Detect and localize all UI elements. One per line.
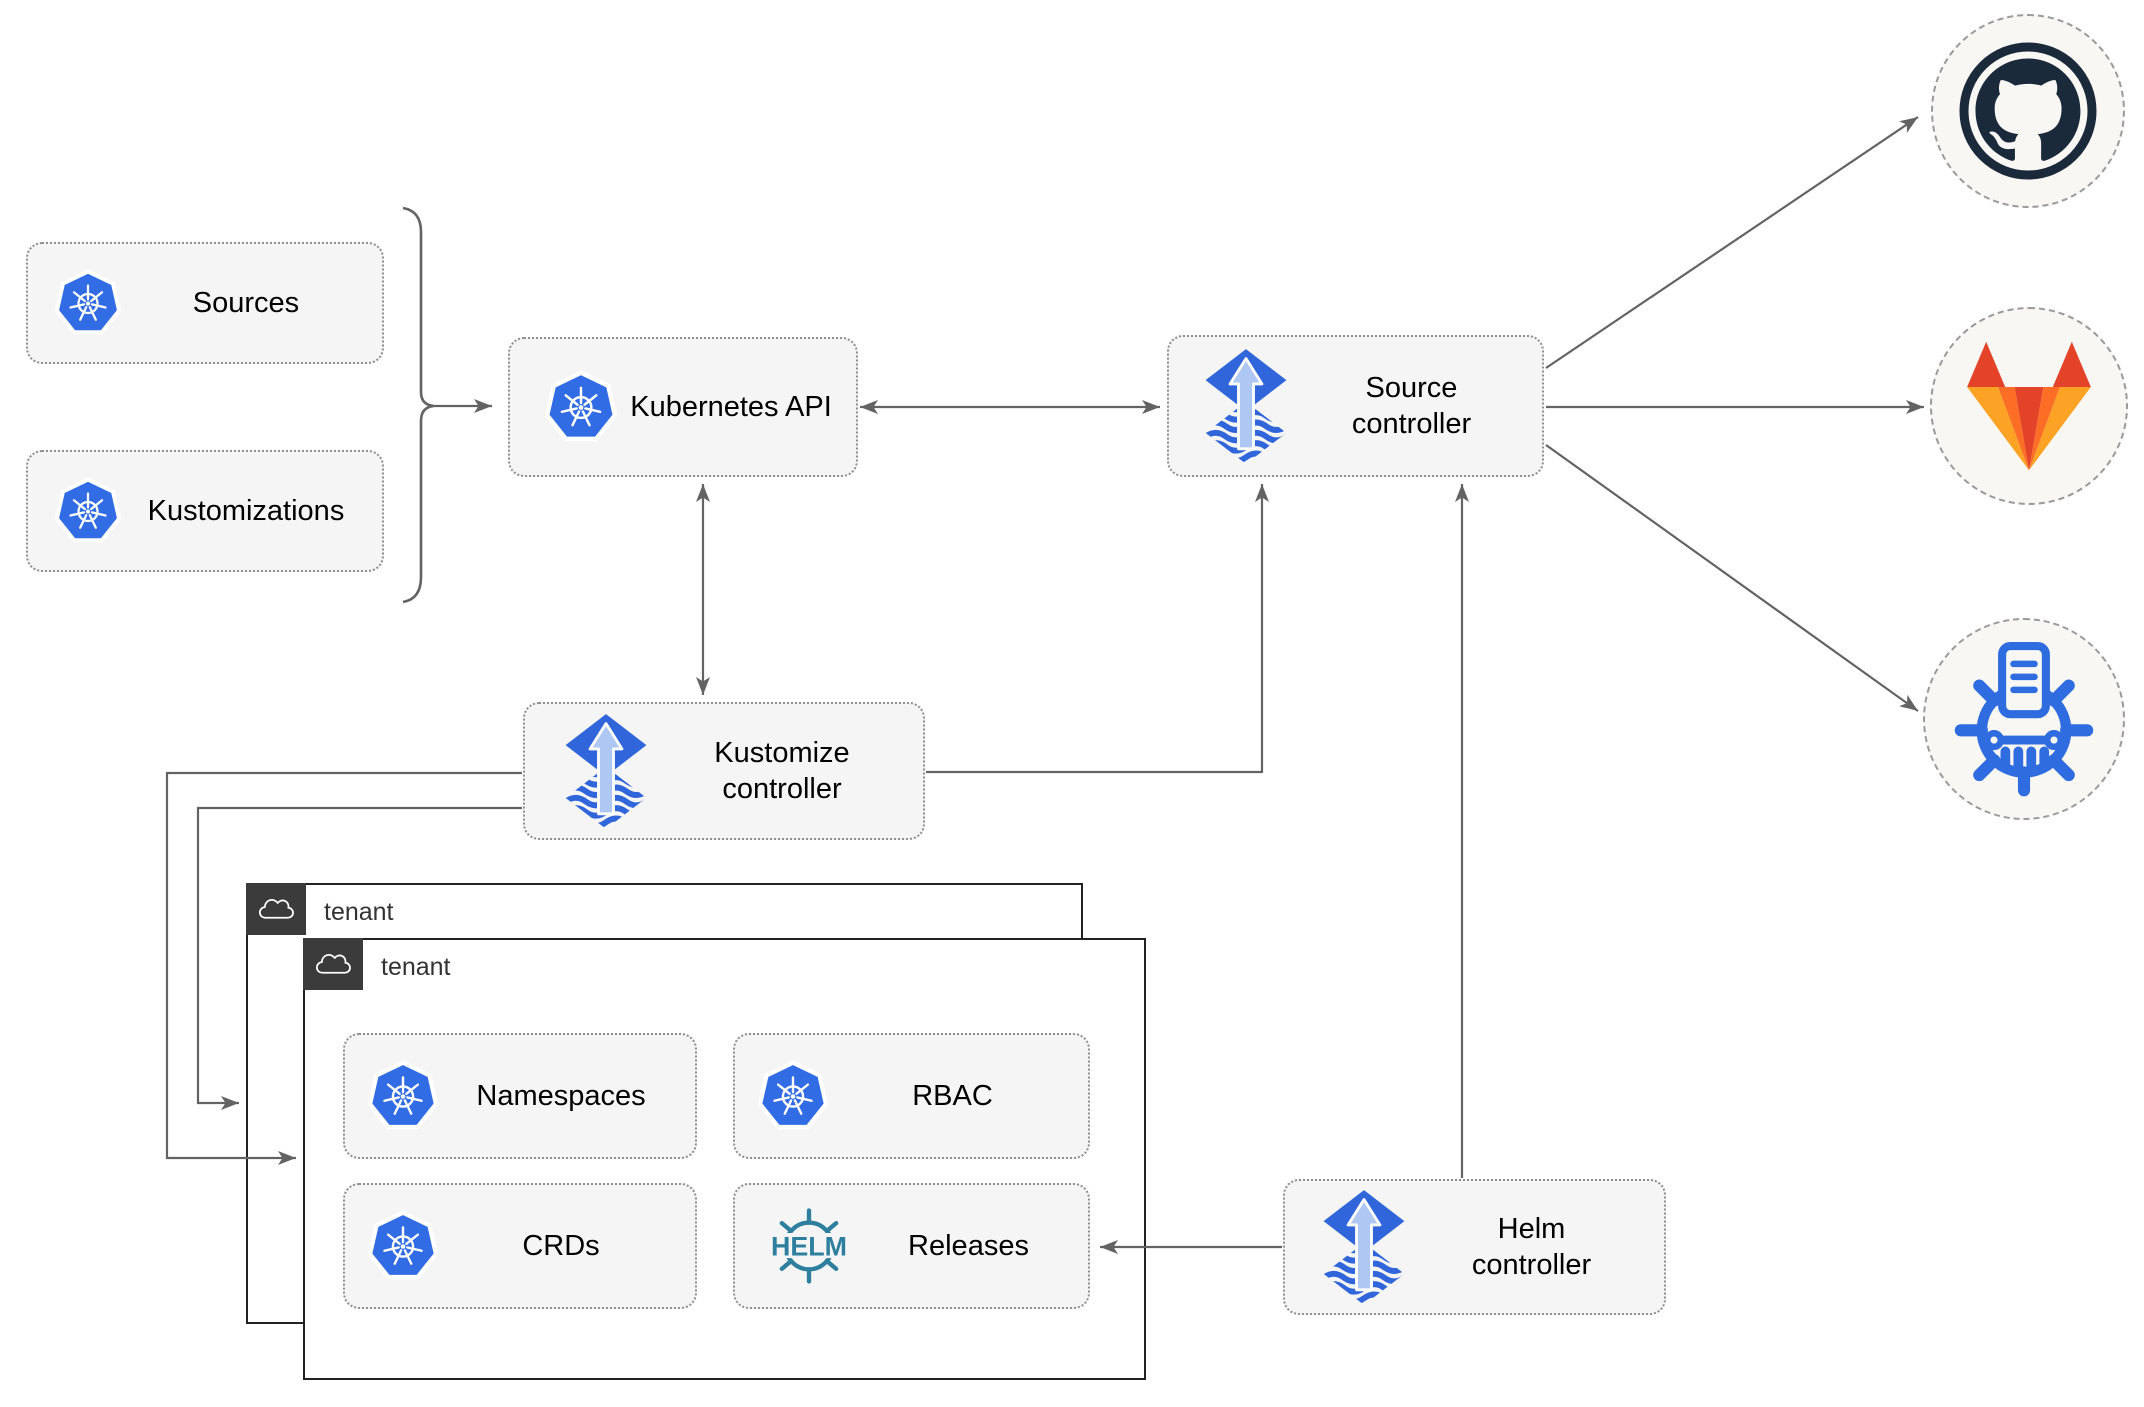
arrow-source-to-github xyxy=(1545,116,1919,369)
kubernetes-icon xyxy=(757,1059,829,1134)
tenant-label: tenant xyxy=(324,898,394,926)
node-label: CRDs xyxy=(522,1229,600,1262)
flux-icon xyxy=(1199,349,1293,464)
node-kubernetes-api: Kubernetes API xyxy=(508,337,858,477)
chartmuseum-icon xyxy=(1943,638,2105,800)
node-label: Sources xyxy=(192,286,300,319)
node-namespaces: Namespaces xyxy=(343,1033,697,1159)
node-rbac: RBAC xyxy=(733,1033,1090,1159)
node-label: Source controller xyxy=(1351,371,1472,440)
external-gitlab xyxy=(1930,307,2128,505)
arrow-kustomize-to-tenant-front xyxy=(165,771,522,1165)
kubernetes-icon xyxy=(544,369,618,446)
node-source-controller: Source controller xyxy=(1167,335,1544,477)
flux-icon xyxy=(1317,1190,1411,1305)
arrow-kustomize-to-tenant-back xyxy=(196,806,522,1110)
node-kustomize-controller: Kustomize controller xyxy=(523,702,925,840)
helm-wheel-icon xyxy=(757,1201,861,1291)
node-label: Kubernetes API xyxy=(630,390,832,423)
cloud-tab xyxy=(246,883,306,935)
node-crds: CRDs xyxy=(343,1183,697,1309)
tenant-label: tenant xyxy=(381,953,451,981)
kubernetes-icon xyxy=(367,1059,439,1134)
node-label: RBAC xyxy=(912,1079,993,1112)
cloud-tab xyxy=(303,938,363,990)
arrow-source-to-chartmuseum xyxy=(1545,444,1919,712)
node-label: Releases xyxy=(908,1229,1029,1262)
node-label: Namespaces xyxy=(476,1079,646,1112)
node-label: Helm controller xyxy=(1471,1212,1592,1281)
node-kustomizations: Kustomizations xyxy=(26,450,384,572)
node-helm-controller: Helm controller xyxy=(1283,1179,1666,1315)
node-sources: Sources xyxy=(26,242,384,364)
github-icon xyxy=(1953,36,2103,186)
arrow-kustomize-to-source-controller xyxy=(926,484,1269,774)
kubernetes-icon xyxy=(367,1209,439,1284)
brace-sources-group xyxy=(402,206,435,604)
gitlab-icon xyxy=(1955,337,2103,475)
node-releases: Releases xyxy=(733,1183,1090,1309)
node-label: Kustomizations xyxy=(147,494,345,527)
node-label: Kustomize controller xyxy=(714,736,850,805)
kubernetes-icon xyxy=(54,476,122,547)
external-chartmuseum xyxy=(1923,618,2125,820)
flux-icon xyxy=(559,714,653,829)
external-github xyxy=(1931,14,2125,208)
kubernetes-icon xyxy=(54,268,122,339)
